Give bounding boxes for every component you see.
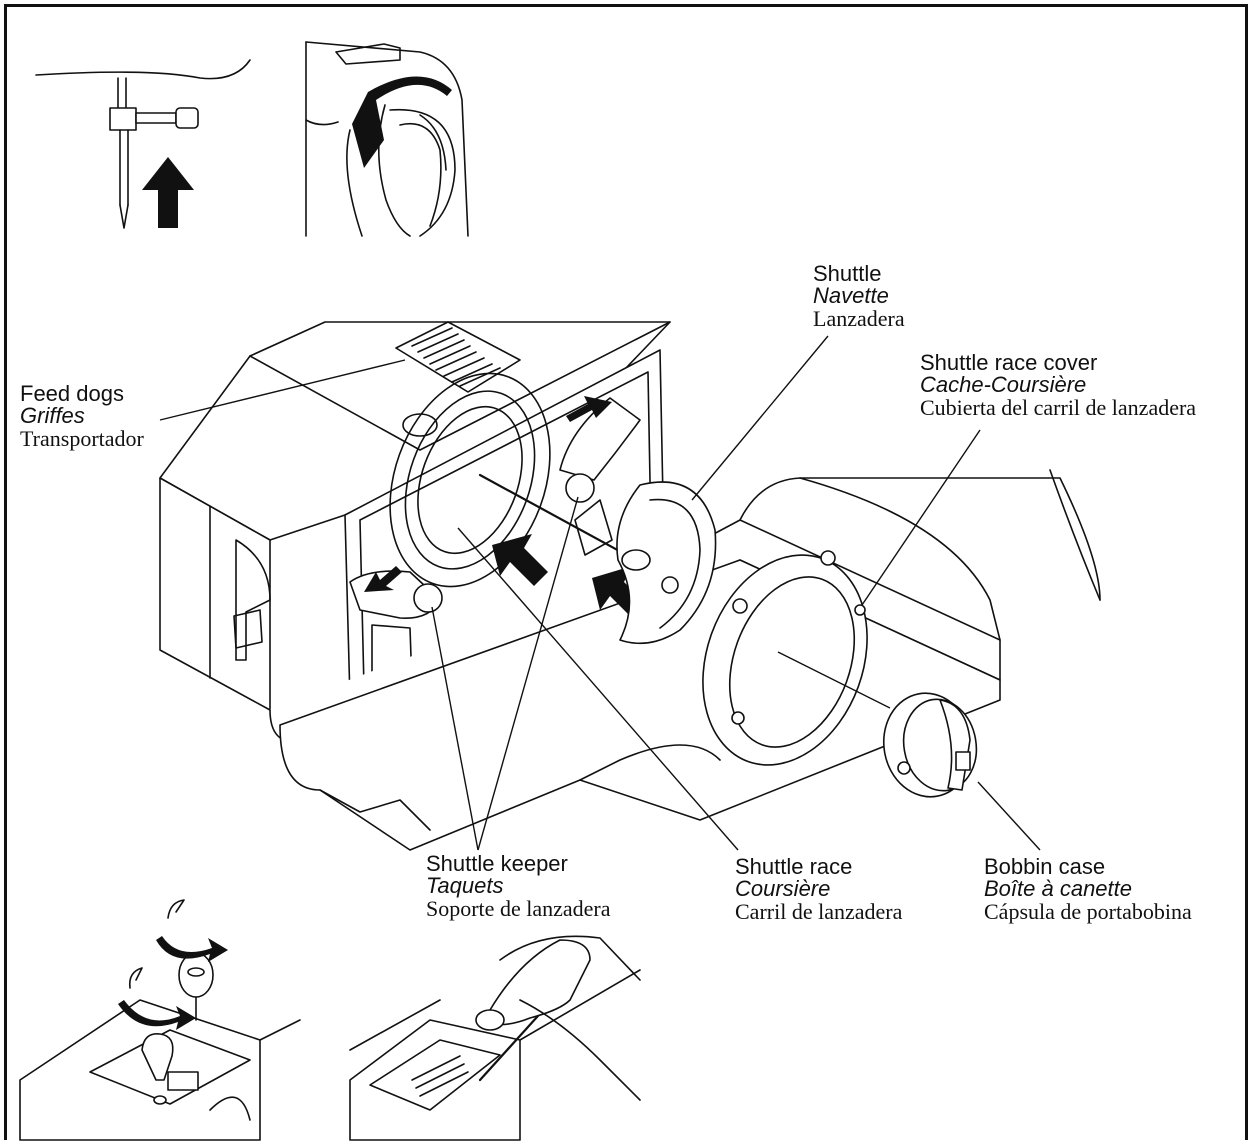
bobbin-case-part	[882, 692, 978, 798]
label-shuttle-fr: Navette	[813, 283, 889, 309]
label-shuttle-race: Shuttle race Coursière Carril de lanzade…	[735, 854, 903, 924]
push-arrow-icon	[492, 534, 548, 586]
label-shuttle-race-fr: Coursière	[735, 876, 831, 902]
label-shuttle-keeper-en: Shuttle keeper	[426, 851, 568, 876]
label-shuttle-keeper-fr: Taquets	[426, 873, 504, 899]
handwheel-illustration	[305, 41, 469, 237]
leader-lines	[159, 335, 1041, 851]
label-shuttle-race-cover: Shuttle race cover Cache-Coursière Cubie…	[920, 350, 1197, 420]
label-shuttle-es: Lanzadera	[813, 305, 905, 331]
label-shuttle-en: Shuttle	[813, 261, 882, 286]
curved-turn-arrow-icon	[156, 936, 228, 962]
label-feed-dogs: Feed dogs Griffes Transportador	[20, 381, 144, 451]
shuttle-part	[616, 481, 717, 645]
up-arrow-icon	[142, 157, 194, 228]
curved-turn-arrow-icon	[118, 1000, 196, 1030]
label-shuttle-race-cover-es: Cubierta del carril de lanzadera	[920, 394, 1197, 420]
label-bobbin-case-fr: Boîte à canette	[984, 876, 1132, 902]
push-arrow-icon	[364, 566, 402, 592]
label-shuttle-race-cover-en: Shuttle race cover	[920, 350, 1098, 375]
label-shuttle: Shuttle Navette Lanzadera	[813, 261, 905, 331]
label-shuttle-race-cover-fr: Cache-Coursière	[920, 372, 1087, 398]
needle-plate-removal-illustration	[19, 952, 301, 1141]
label-feed-dogs-fr: Griffes	[20, 403, 85, 429]
brush-cleaning-illustration	[349, 935, 641, 1141]
push-arrow-icon	[566, 396, 612, 422]
curved-turn-arrow-icon	[128, 967, 143, 989]
label-bobbin-case: Bobbin case Boîte à canette Cápsula de p…	[984, 854, 1192, 924]
shuttle-race-cover-part	[702, 550, 868, 766]
needle-raise-illustration	[35, 59, 251, 229]
label-bobbin-case-en: Bobbin case	[984, 854, 1106, 879]
curved-turn-arrow-icon	[167, 899, 185, 919]
label-shuttle-race-es: Carril de lanzadera	[735, 898, 903, 924]
label-shuttle-race-en: Shuttle race	[735, 854, 853, 879]
label-shuttle-keeper: Shuttle keeper Taquets Soporte de lanzad…	[426, 851, 611, 921]
label-feed-dogs-en: Feed dogs	[20, 381, 124, 406]
rotate-arrow-icon	[352, 76, 452, 168]
label-shuttle-keeper-es: Soporte de lanzadera	[426, 895, 611, 921]
label-feed-dogs-es: Transportador	[20, 425, 144, 451]
label-bobbin-case-es: Cápsula de portabobina	[984, 898, 1192, 924]
